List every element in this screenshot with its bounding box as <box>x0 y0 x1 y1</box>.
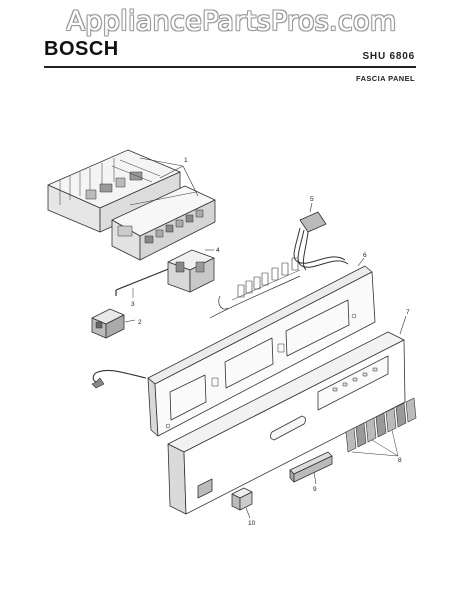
part-knob-cap <box>231 487 253 519</box>
model-number: SHU 6806 <box>362 51 415 62</box>
part-handle-strip <box>289 451 333 485</box>
callout-4: 4 <box>216 247 220 254</box>
callout-1: 1 <box>184 157 188 164</box>
callout-3: 3 <box>131 301 135 308</box>
part-control-module <box>47 149 216 261</box>
callout-9: 9 <box>313 486 317 493</box>
watermark-text: AppliancePartsPros.com <box>66 6 397 37</box>
part-wire-rod <box>115 265 177 298</box>
part-relay <box>91 308 136 339</box>
part-inner-frame <box>147 257 376 437</box>
callout-7: 7 <box>406 309 410 316</box>
callout-5: 5 <box>310 196 314 203</box>
brand-logo: BOSCH <box>44 38 119 60</box>
part-fascia-panel <box>167 315 407 515</box>
callout-10: 10 <box>248 520 256 527</box>
part-push-buttons <box>345 397 417 457</box>
part-wire-harness-connector <box>293 202 349 271</box>
part-switch-housing <box>167 249 215 293</box>
callout-2: 2 <box>138 319 142 326</box>
header-rule <box>44 66 416 68</box>
callout-8: 8 <box>398 457 402 464</box>
section-title: FASCIA PANEL <box>356 74 415 83</box>
callout-6: 6 <box>363 252 367 259</box>
